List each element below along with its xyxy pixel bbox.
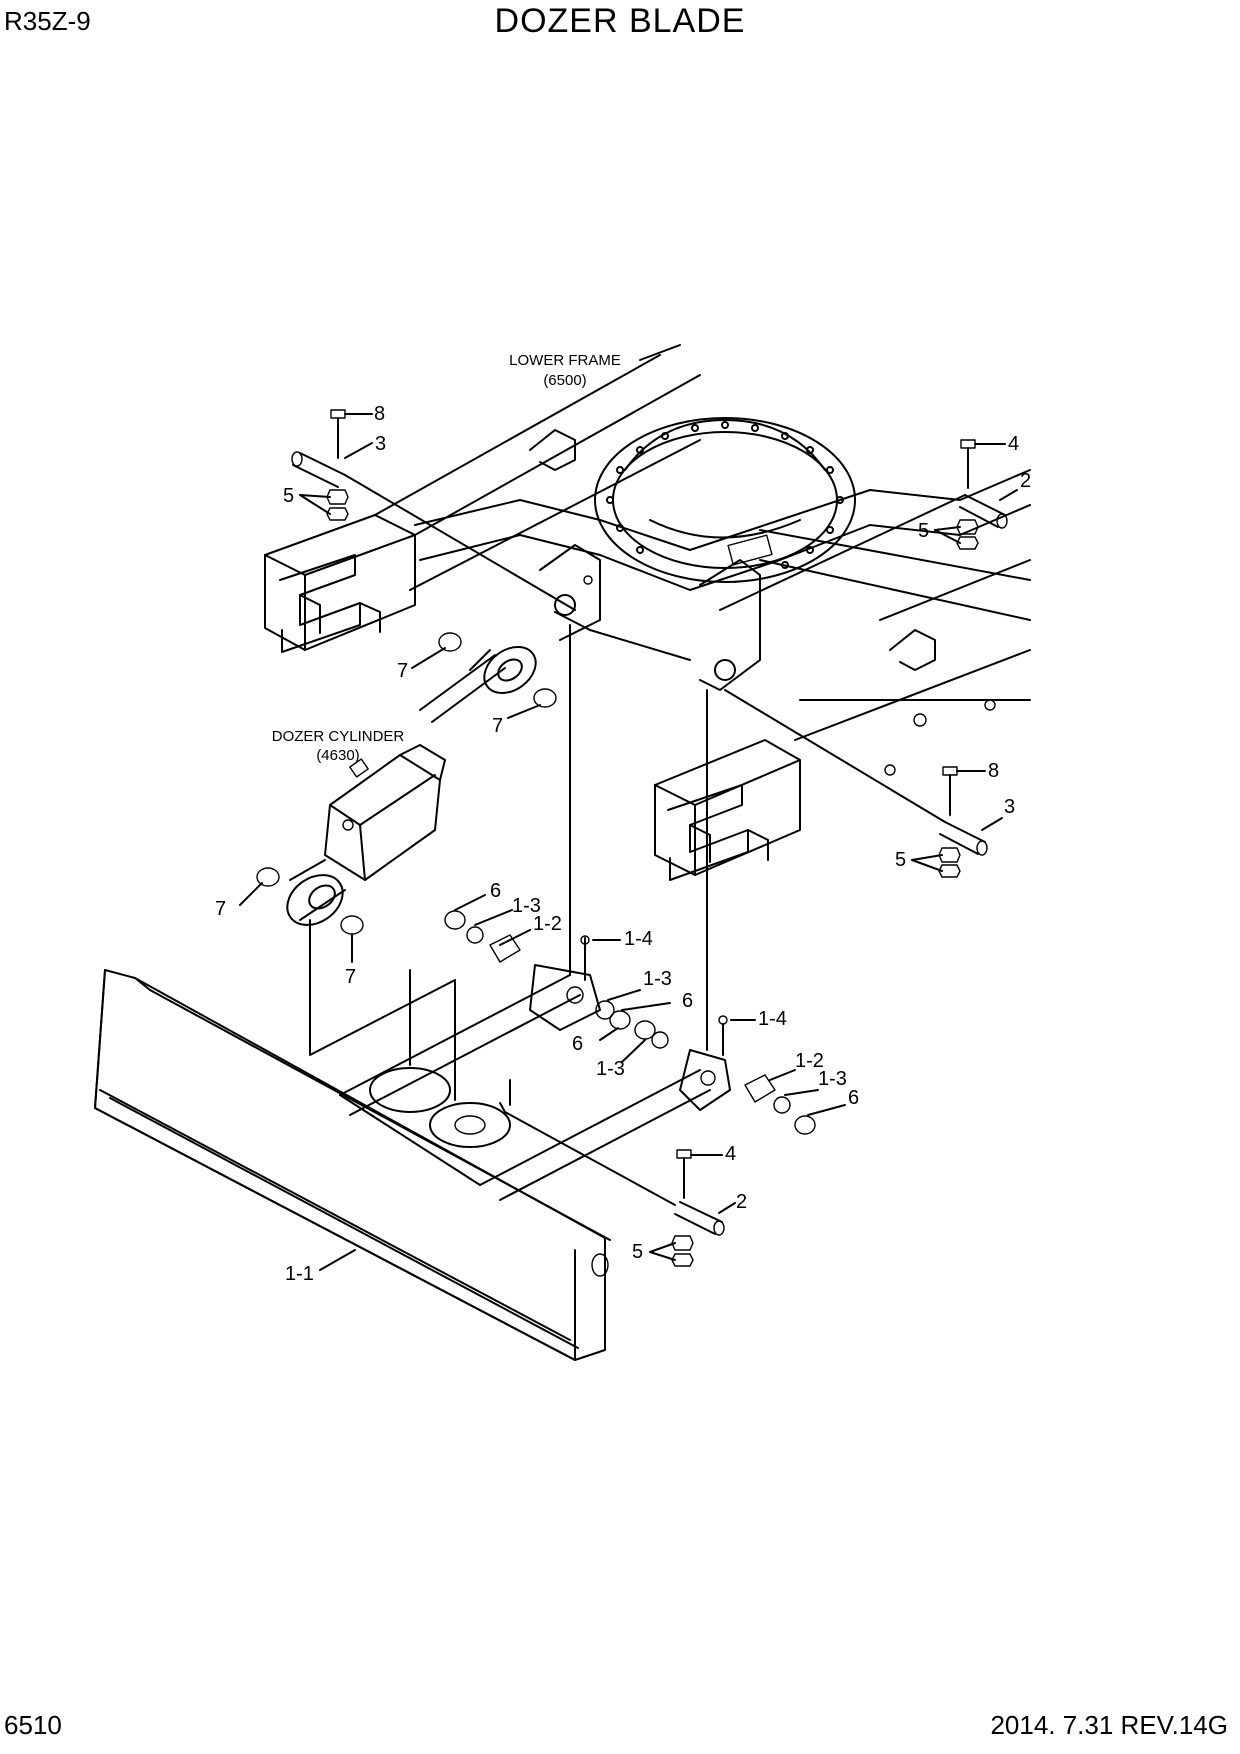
- callout-1-2: 1-2: [795, 1050, 824, 1072]
- lower-frame-label: LOWER FRAME: [509, 352, 621, 369]
- page-title: DOZER BLADE: [494, 2, 746, 40]
- callout-1-1: 1-1: [285, 1263, 314, 1285]
- revision-date: 2014. 7.31 REV.14G: [990, 1710, 1228, 1740]
- callout-6: 6: [490, 880, 501, 902]
- blade-assembly-drawing: [94, 964, 731, 1361]
- callout-2: 2: [736, 1191, 747, 1213]
- callout-4: 4: [725, 1143, 736, 1165]
- callout-5: 5: [918, 520, 929, 542]
- callout-3: 3: [1004, 796, 1015, 818]
- callout-5: 5: [283, 485, 294, 507]
- callout-6: 6: [682, 990, 693, 1012]
- callout-5: 5: [632, 1241, 643, 1263]
- model-number: R35Z-9: [4, 6, 91, 36]
- leader-lines: [239, 413, 1018, 1271]
- lower-frame-drawing: [264, 344, 1031, 881]
- callout-2: 2: [1020, 470, 1031, 492]
- callout-1-2: 1-2: [533, 913, 562, 935]
- callout-1-3: 1-3: [596, 1058, 625, 1080]
- dozer-cylinder-code: (4630): [316, 747, 359, 764]
- callout-1-3: 1-3: [643, 968, 672, 990]
- callout-3: 3: [375, 433, 386, 455]
- dozer-cylinder-drawing: [256, 632, 557, 935]
- callout-7: 7: [397, 660, 408, 682]
- callout-6: 6: [572, 1033, 583, 1055]
- callout-5: 5: [895, 849, 906, 871]
- page-number: 6510: [4, 1710, 62, 1740]
- callout-1-3: 1-3: [818, 1068, 847, 1090]
- dozer-cylinder-label: DOZER CYLINDER: [272, 728, 405, 745]
- callout-labels: 8 3 5 4 2 5 7 7 8 3 5 7 7 6 1-3 1-2 1-4 …: [215, 403, 1031, 1285]
- lower-frame-code: (6500): [543, 372, 586, 389]
- callout-1-4: 1-4: [624, 928, 653, 950]
- callout-1-4: 1-4: [758, 1008, 787, 1030]
- callout-7: 7: [215, 898, 226, 920]
- assembly-lines: [309, 474, 966, 1206]
- callout-8: 8: [988, 760, 999, 782]
- callout-6: 6: [848, 1087, 859, 1109]
- callout-4: 4: [1008, 433, 1019, 455]
- callout-7: 7: [492, 715, 503, 737]
- callout-1-3: 1-3: [512, 895, 541, 917]
- fasteners-drawing: [291, 409, 1008, 1267]
- callout-7: 7: [345, 966, 356, 988]
- callout-8: 8: [374, 403, 385, 425]
